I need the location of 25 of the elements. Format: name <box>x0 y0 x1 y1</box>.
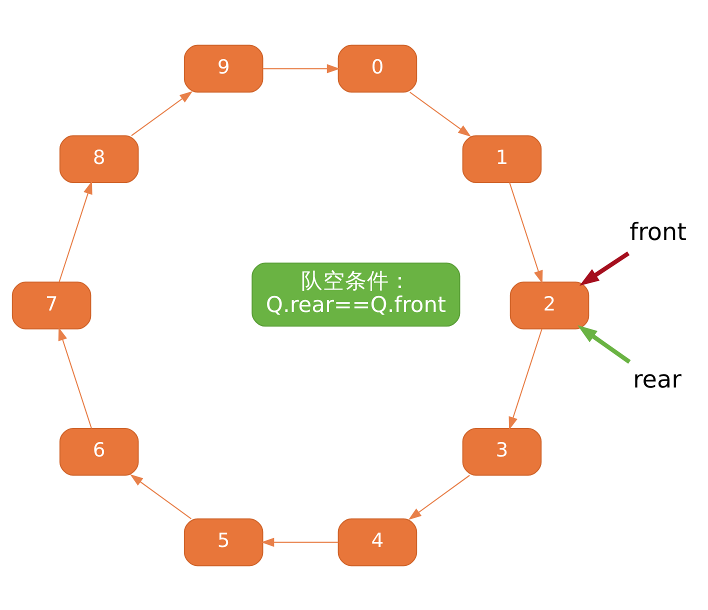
arrow <box>509 182 543 284</box>
node-box: 1 <box>462 134 542 183</box>
node-box: 队空条件： Q.rear==Q.front <box>252 262 460 326</box>
arrow <box>578 324 631 364</box>
node-text: front <box>630 217 687 246</box>
arrow <box>58 326 92 428</box>
arrow <box>261 537 338 546</box>
arrow <box>410 91 472 136</box>
arrow <box>408 474 470 520</box>
node-box: 9 <box>184 44 264 92</box>
node-box: 2 <box>510 281 590 329</box>
arrow <box>508 328 542 430</box>
node-box: 7 <box>12 281 92 329</box>
arrow <box>58 180 92 282</box>
node-box: 8 <box>59 134 139 183</box>
node-box: 0 <box>338 44 418 92</box>
arrow <box>130 474 192 519</box>
arrow <box>262 64 340 73</box>
node-box: 4 <box>338 518 418 566</box>
node-box: 5 <box>184 518 264 566</box>
arrow <box>579 251 630 286</box>
node-box: 3 <box>462 427 542 476</box>
node-text: rear <box>632 365 682 394</box>
arrow <box>131 90 193 136</box>
node-box: 6 <box>59 427 139 476</box>
